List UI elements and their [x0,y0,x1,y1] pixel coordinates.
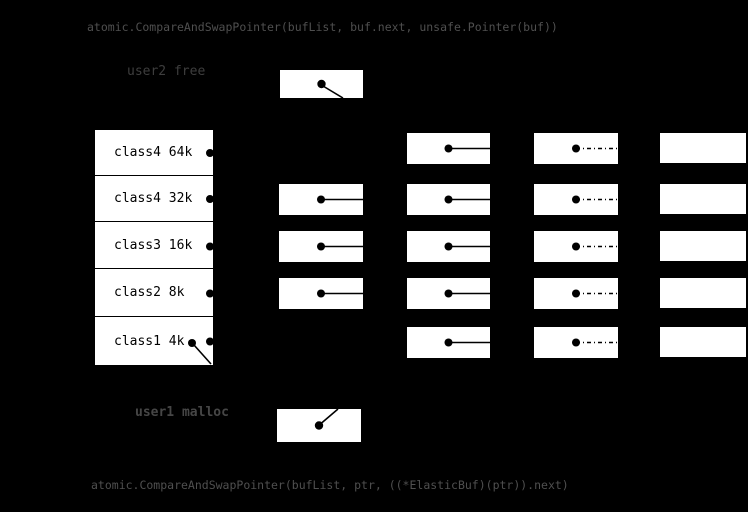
size-class-row-64k: class4 64k [95,130,213,176]
pointer-dashdot-icon [572,195,618,204]
size-class-label: class3 16k [114,237,193,253]
pointer-up-right-icon [314,409,339,430]
pointer-dashdot-icon [572,289,618,298]
cas-free-code-caption: atomic.CompareAndSwapPointer(bufList, bu… [87,20,558,34]
free-buffer-node-solid [407,231,490,262]
free-buffer-node-solid [407,184,490,215]
free-buffer-node-dashdot [534,231,618,262]
free-buffer-node-dashdot [534,184,618,215]
size-class-row-8k: class2 8k [95,269,213,317]
free-buffer-node-solid [279,278,363,309]
pointer-solid-icon [444,242,490,251]
empty-tail-node [660,133,746,163]
free-buffer-node-dashdot [534,278,618,309]
empty-tail-node [660,278,746,308]
size-class-row-16k: class3 16k [95,222,213,269]
pointer-solid-icon [317,195,363,204]
size-class-label: class1 4k [114,333,185,349]
size-class-row-4k: class1 4k [95,317,213,365]
user2-free-buffer-node [280,70,363,98]
size-class-column: class4 64k class4 32k class3 16k class2 … [95,130,213,365]
pointer-dashdot-icon [572,242,618,251]
empty-tail-node [660,231,746,261]
free-buffer-node-solid [279,184,363,215]
free-buffer-node-solid [407,327,490,358]
list-head-dots-icon [188,149,213,365]
cas-malloc-code-caption: atomic.CompareAndSwapPointer(bufList, pt… [91,478,569,492]
empty-tail-node [660,184,746,214]
pointer-solid-icon [444,195,490,204]
free-buffer-node-dashdot [534,133,618,164]
size-class-row-32k: class4 32k [95,176,213,222]
pointer-solid-icon [444,144,490,153]
pointer-dashdot-icon [572,338,618,347]
free-buffer-node-solid [279,231,363,262]
pointer-solid-icon [317,289,363,298]
user1-malloc-buffer-node [277,409,361,442]
pointer-dashdot-icon [572,144,618,153]
size-class-label: class2 8k [114,285,185,300]
pointer-solid-icon [444,289,490,298]
empty-tail-node [660,327,746,357]
free-buffer-node-solid [407,133,490,164]
free-buffer-node-solid [407,278,490,309]
size-class-label: class4 64k [114,145,193,160]
user1-malloc-label: user1 malloc [135,405,229,420]
free-buffer-node-dashdot [534,327,618,358]
user2-free-label: user2 free [127,64,206,79]
pointer-solid-icon [444,338,490,347]
pointer-down-right-icon [317,79,344,98]
size-class-label: class4 32k [114,191,193,206]
pointer-solid-icon [317,242,363,251]
